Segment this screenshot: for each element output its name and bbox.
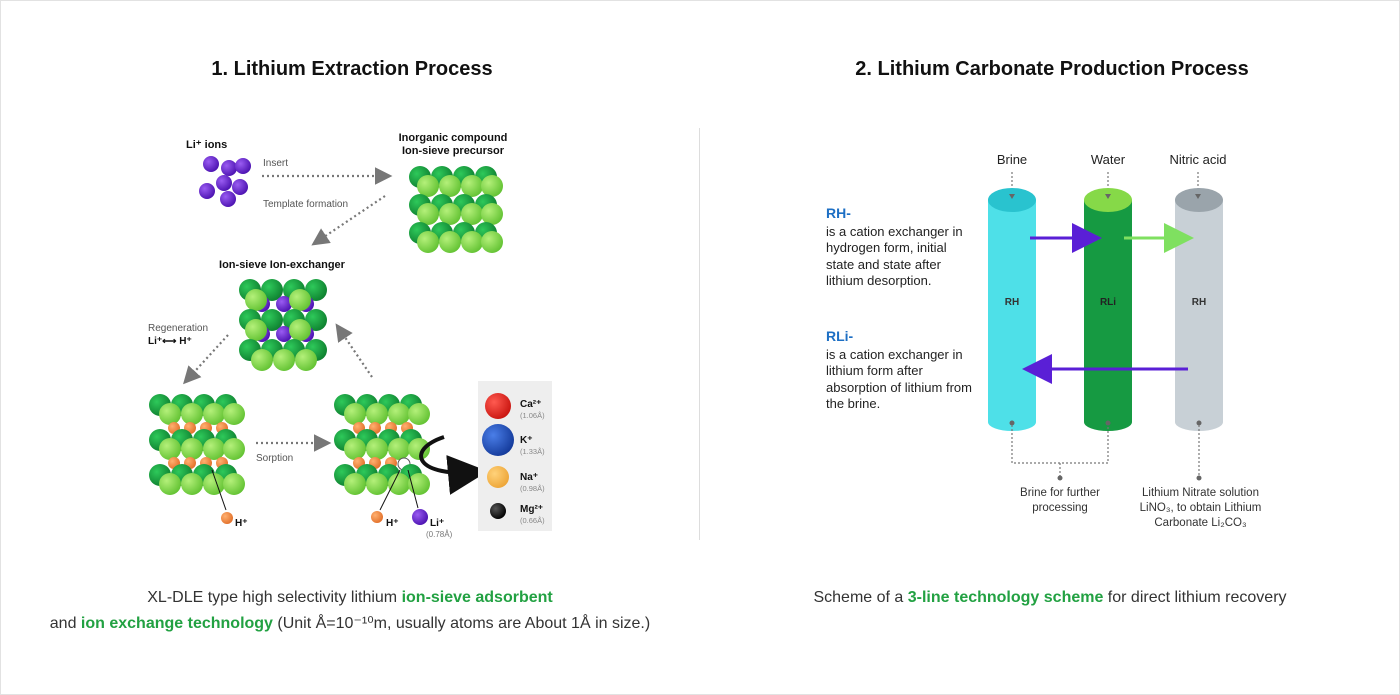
li-ion-cluster [199,156,251,207]
ion-exchange-column-diagram: Brine Water Nitric acid RH RLi RH [988,152,1227,481]
label-li-ions: Li⁺ ions [186,139,227,151]
svg-text:K⁺: K⁺ [520,435,533,446]
lithium-extraction-diagram: Li⁺ ions Insert Template formation Inorg… [148,132,552,539]
svg-text:(0.66Å): (0.66Å) [520,516,545,525]
column-heading-water: Water [1091,152,1126,167]
ion-exchanger-lattice [239,279,327,371]
column-water: RLi [1084,188,1132,431]
svg-text:Mg²⁺: Mg²⁺ [520,504,543,515]
label-regeneration: Regeneration [148,323,208,334]
legend-na: Na⁺ (0.98Å) [487,466,545,493]
right-caption: Scheme of a 3-line technology scheme for… [813,589,1287,606]
label-insert: Insert [263,158,288,169]
legend-mg: Mg²⁺ (0.66Å) [490,503,545,525]
label-h-ion-right: H⁺ [386,518,399,529]
rh-description: RH- is a cation exchanger in hydrogen fo… [826,205,963,288]
label-li-size: (0.78Å) [426,530,453,539]
legend-k: K⁺ (1.33Å) [482,424,545,456]
precursor-lattice [409,166,503,253]
svg-text:Ca²⁺: Ca²⁺ [520,399,541,410]
column-heading-nitric-acid: Nitric acid [1169,152,1226,167]
label-precursor-1: Inorganic compound [399,132,508,144]
column-heading-brine: Brine [997,152,1027,167]
column-label-rh-1: RH [1005,297,1019,308]
label-precursor-2: Ion-sieve precursor [402,145,505,157]
svg-text:(1.33Å): (1.33Å) [520,447,545,456]
label-h-ion-left: H⁺ [235,518,248,529]
right-panel-title: 2. Lithium Carbonate Production Process [855,58,1249,80]
column-brine: RH [988,188,1036,431]
label-sorption: Sorption [256,453,293,464]
svg-text:(1.06Å): (1.06Å) [520,411,545,420]
column-label-rli: RLi [1100,297,1116,308]
svg-text:(0.98Å): (0.98Å) [520,484,545,493]
left-panel-title: 1. Lithium Extraction Process [211,58,493,80]
panel-divider [699,128,700,540]
legend-ca: Ca²⁺ (1.06Å) [485,393,545,420]
column-label-rh-2: RH [1192,297,1206,308]
rli-description: RLi- is a cation exchanger in lithium fo… [826,328,972,411]
label-template-formation: Template formation [263,199,348,210]
label-ion-exchanger: Ion-sieve Ion-exchanger [219,259,346,271]
left-caption: XL-DLE type high selectivity lithium ion… [49,589,651,632]
h-lattice [149,394,245,495]
column-nitric-acid: RH [1175,188,1223,431]
svg-text:Na⁺: Na⁺ [520,472,538,483]
label-li-ion: Li⁺ [430,518,444,529]
label-regeneration-ions: Li⁺⟷ H⁺ [148,336,192,347]
exchange-lattice [334,394,430,495]
